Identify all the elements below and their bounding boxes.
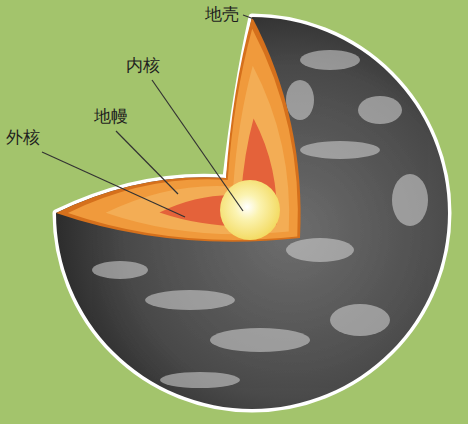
cloud	[392, 174, 428, 226]
globe-rim	[56, 17, 448, 409]
crust-layer	[56, 17, 301, 242]
mantle-layer	[68, 29, 298, 240]
leader-line	[42, 152, 185, 217]
cloud	[358, 96, 402, 124]
cloud	[300, 50, 360, 70]
part-label: 地壳	[205, 4, 239, 24]
part-label: 外核	[6, 127, 40, 147]
cloud	[210, 328, 310, 352]
clouds	[92, 50, 428, 388]
cloud	[160, 372, 240, 388]
cloud	[92, 261, 148, 279]
cloud	[145, 290, 235, 310]
globe-surface	[56, 17, 448, 409]
leader-line	[243, 15, 254, 19]
cloud	[286, 238, 354, 262]
part-label: 内核	[126, 55, 160, 75]
leader-line	[152, 80, 243, 211]
inner-core	[220, 180, 280, 240]
cloud	[330, 304, 390, 336]
cloud	[286, 80, 314, 120]
leader-line	[116, 131, 178, 194]
part-label: 地幔	[94, 106, 128, 126]
cloud	[300, 141, 380, 159]
